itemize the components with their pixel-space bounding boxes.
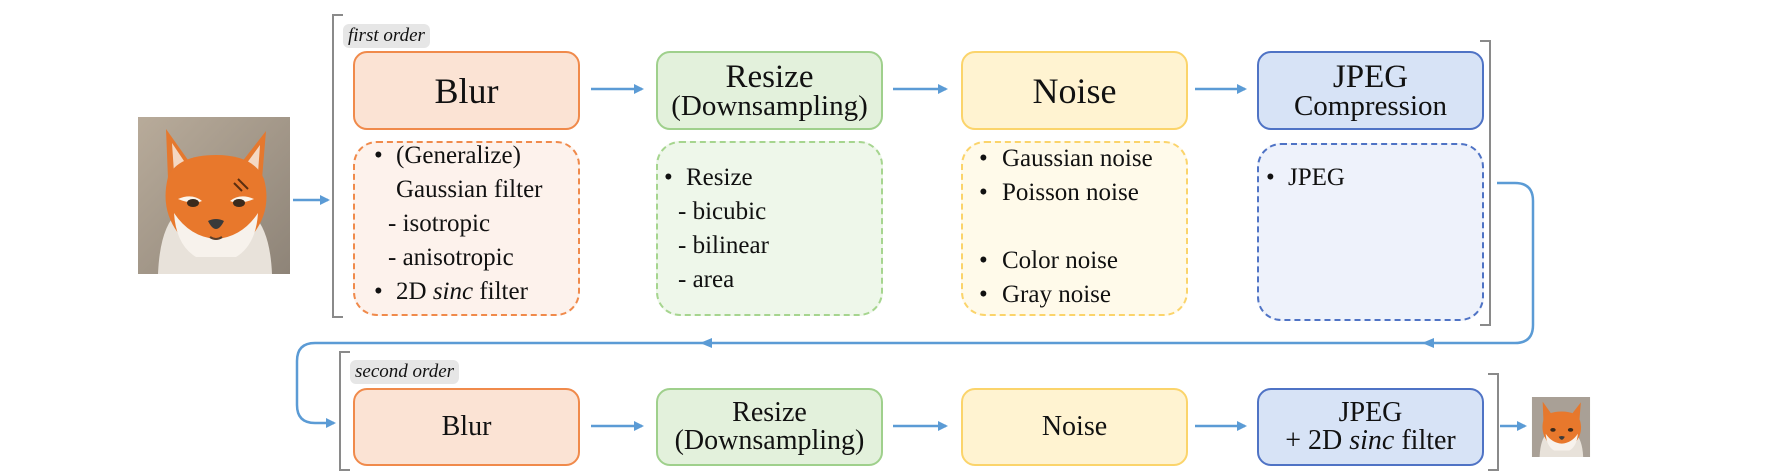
blur-detail-line-3: - isotropic (388, 210, 491, 237)
sinc-italic-2: sinc (1349, 425, 1395, 456)
fox-avatar-image (138, 117, 290, 274)
fox-avatar-thumbnail (1531, 397, 1591, 457)
noise-bullet-3: • (979, 247, 988, 274)
noise-title: Noise (1032, 70, 1117, 111)
loop-mid-arrowhead-1 (1422, 338, 1434, 348)
noise-item-gray: Gray noise (1002, 281, 1111, 308)
resize-title-2: Resize (732, 397, 807, 428)
loop-mid-arrowhead-2 (700, 338, 712, 348)
noise-title-2: Noise (1041, 411, 1108, 442)
noise-bullet-2: • (979, 179, 988, 206)
jpeg-details-panel (1257, 143, 1484, 321)
jpeg-title: JPEG (1332, 58, 1409, 95)
second-order-left-bracket (339, 351, 350, 471)
blur-title-2: Blur (441, 411, 492, 442)
noise-details-panel (961, 141, 1188, 316)
jpeg-bullet: • (1266, 164, 1275, 191)
resize-box-first-order: Resize (Downsampling) (656, 51, 883, 130)
loop-connector (295, 181, 1535, 428)
noise-box-second-order: Noise (961, 388, 1188, 466)
resize-box-second-order: Resize (Downsampling) (656, 388, 883, 466)
resize-details-panel (656, 141, 883, 316)
blur-detail-line-5: 2D sinc filter (396, 278, 528, 305)
resize-title: Resize (725, 58, 814, 95)
first-order-right-bracket (1480, 40, 1491, 326)
blur-box-first-order: Blur (353, 51, 580, 130)
resize-detail-line-3: - bilinear (678, 232, 769, 259)
blur-bullet-2: • (374, 278, 383, 305)
second-order-right-bracket (1488, 373, 1499, 471)
blur-detail-line-1: (Generalize) (396, 142, 521, 169)
jpeg-subtitle: Compression (1293, 89, 1448, 122)
jpeg-detail-line-1: JPEG (1288, 164, 1345, 191)
resize-detail-line-2: - bicubic (678, 198, 767, 225)
blur-detail-line-4: - anisotropic (388, 244, 514, 271)
resize-detail-line-1: Resize (686, 164, 753, 191)
blur-detail-line-2: Gaussian filter (396, 176, 543, 203)
resize-detail-line-4: - area (678, 266, 735, 293)
resize-bullet: • (664, 164, 673, 191)
blur-box-second-order: Blur (353, 388, 580, 466)
blur-details-panel (353, 141, 580, 316)
noise-item-color: Color noise (1002, 247, 1118, 274)
sinc-italic: sinc (432, 278, 474, 305)
noise-bullet-1: • (979, 145, 988, 172)
first-order-label: first order (343, 24, 430, 48)
jpeg-subtitle-2: + 2D sinc filter (1285, 425, 1456, 456)
blur-bullet-1: • (374, 142, 383, 169)
jpeg-box-second-order: JPEG + 2D sinc filter (1257, 388, 1484, 466)
noise-bullet-4: • (979, 281, 988, 308)
resize-subtitle: (Downsampling) (671, 89, 868, 122)
jpeg-box-first-order: JPEG Compression (1257, 51, 1484, 130)
jpeg-title-2: JPEG (1338, 397, 1403, 428)
first-order-left-bracket (332, 14, 343, 318)
noise-item-gaussian: Gaussian noise (1002, 145, 1153, 172)
blur-title: Blur (434, 70, 499, 111)
noise-item-poisson: Poisson noise (1002, 179, 1139, 206)
second-order-label: second order (350, 360, 460, 384)
resize-subtitle-2: (Downsampling) (674, 425, 865, 456)
noise-box-first-order: Noise (961, 51, 1188, 130)
